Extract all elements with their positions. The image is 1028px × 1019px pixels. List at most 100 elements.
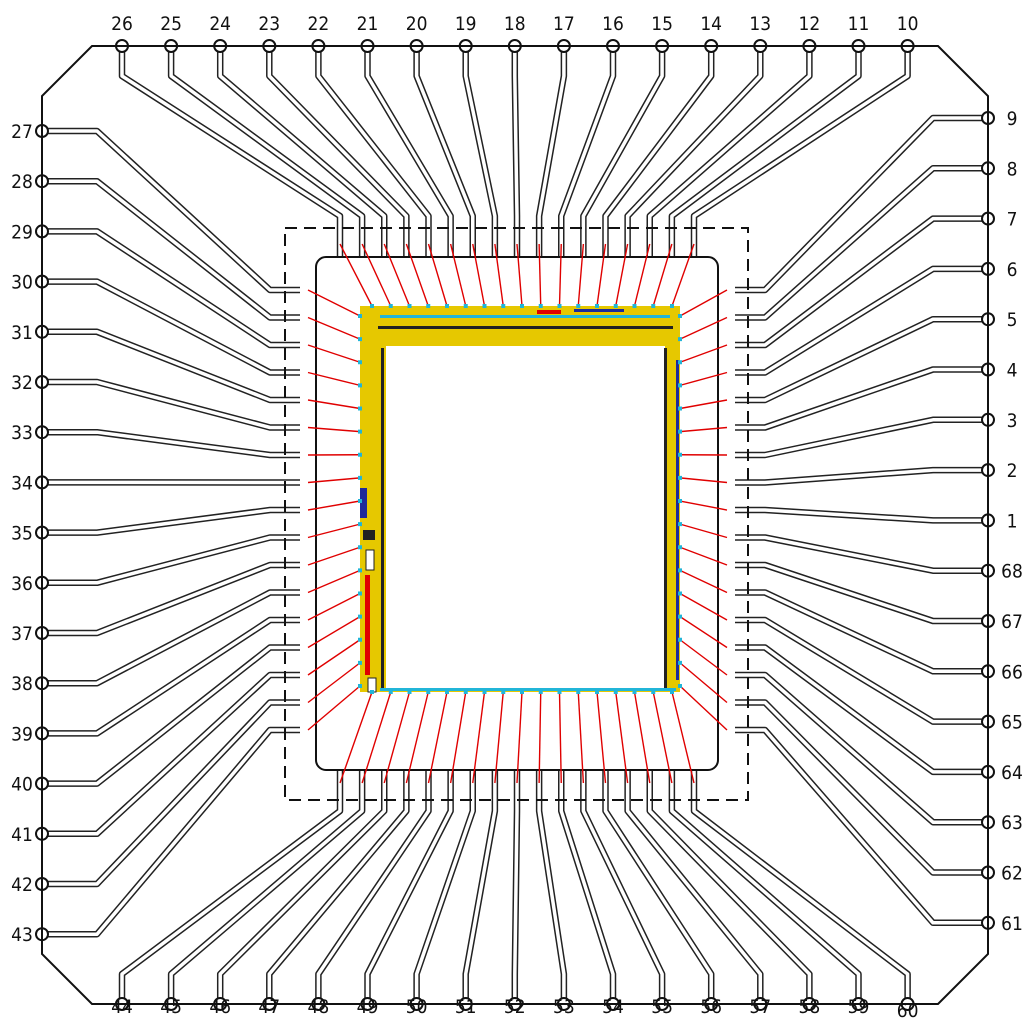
bond-wire-7 — [679, 344, 728, 363]
lead-right-68-fill — [735, 535, 988, 573]
bond-wires — [307, 243, 728, 784]
pin-label-23: 23 — [258, 13, 280, 35]
lead-right-4-fill — [735, 367, 988, 430]
lead-right-5 — [735, 315, 988, 404]
bond-wire-56-pad — [595, 690, 599, 694]
bond-wire-8-pad — [678, 337, 682, 342]
lead-top-17-fill — [537, 46, 566, 256]
bond-wire-66-pad — [678, 568, 682, 573]
die-right-trace — [664, 348, 667, 688]
bond-wire-32 — [307, 426, 361, 433]
bond-wire-12-pad — [632, 304, 637, 308]
pin-label-48: 48 — [308, 996, 330, 1018]
lead-right-64-fill — [735, 645, 988, 774]
bond-wire-50-pad — [482, 690, 487, 694]
bond-wire-17 — [538, 243, 542, 307]
lead-right-61-fill — [735, 728, 988, 925]
bond-wire-29 — [307, 344, 361, 363]
bond-wire-22-pad — [445, 304, 449, 308]
bond-wire-65 — [679, 592, 728, 621]
die-left-block — [363, 530, 375, 540]
lead-top-10-fill — [692, 46, 910, 256]
pin-label-58: 58 — [799, 996, 821, 1018]
bond-wire-34-pad — [358, 475, 362, 480]
bond-wire-46-pad — [407, 690, 412, 694]
lead-bottom-50-fill — [414, 771, 475, 1004]
bond-wire-32-pad — [358, 429, 362, 434]
bond-wire-15-pad — [576, 304, 581, 308]
pin-label-50: 50 — [406, 996, 428, 1018]
die-left-white2 — [367, 677, 377, 693]
bond-wire-16 — [558, 243, 562, 307]
lead-top-19-fill — [463, 46, 497, 256]
bond-wire-15 — [577, 243, 585, 307]
bond-wire-42-pad — [358, 660, 362, 665]
bond-wire-44 — [339, 691, 373, 784]
bond-wire-64 — [679, 616, 728, 649]
bond-wire-56 — [596, 691, 607, 784]
pin-label-13: 13 — [749, 13, 771, 35]
bond-wire-16-pad — [557, 304, 562, 308]
bond-wire-50 — [472, 691, 486, 784]
pin-label-61: 61 — [1001, 913, 1023, 935]
bond-wire-51 — [494, 691, 504, 784]
bond-wire-62 — [679, 662, 728, 704]
pin-label-41: 41 — [11, 824, 33, 846]
bond-wire-58-pad — [632, 690, 637, 694]
bond-wire-53 — [538, 691, 542, 784]
pin-label-28: 28 — [11, 171, 33, 193]
pin-label-7: 7 — [1007, 209, 1018, 231]
lead-top-22-fill — [316, 46, 431, 256]
bond-wire-37 — [307, 546, 361, 566]
pin-label-38: 38 — [11, 673, 33, 695]
pin-label-49: 49 — [357, 996, 379, 1018]
bond-wire-10-pad — [670, 304, 674, 308]
pin-label-37: 37 — [11, 623, 33, 645]
pin-label-68: 68 — [1001, 561, 1023, 583]
lead-right-62 — [735, 699, 988, 876]
bond-wire-9 — [679, 289, 728, 317]
pin-label-24: 24 — [209, 13, 231, 35]
die-bottom-cyan — [380, 688, 676, 691]
pin-label-16: 16 — [602, 13, 624, 35]
pin-label-8: 8 — [1007, 158, 1018, 180]
die-top-trace — [378, 326, 673, 329]
bond-wire-43-pad — [358, 684, 362, 688]
bond-wire-3-pad — [678, 452, 682, 457]
bond-wire-67 — [679, 546, 728, 566]
pin-label-6: 6 — [1007, 259, 1018, 281]
lead-bottom-53-fill — [537, 771, 566, 1004]
bond-wire-63-pad — [678, 637, 682, 642]
lead-left-27-fill — [42, 129, 300, 292]
bond-wire-1-pad — [678, 499, 682, 503]
pin-label-3: 3 — [1007, 410, 1018, 432]
bond-wire-53-pad — [538, 690, 543, 694]
bond-wire-2-pad — [678, 475, 682, 480]
bond-wire-59 — [652, 691, 673, 784]
bond-wire-14 — [596, 243, 607, 307]
lead-right-65-fill — [735, 618, 988, 724]
pin-label-5: 5 — [1007, 309, 1018, 331]
pin-label-27: 27 — [11, 121, 33, 143]
bond-wire-25-pad — [388, 304, 393, 308]
bond-wire-48 — [427, 691, 448, 784]
lead-right-67-fill — [735, 563, 988, 623]
pin-label-55: 55 — [651, 996, 673, 1018]
pin-label-39: 39 — [11, 723, 33, 745]
bond-wire-33-pad — [358, 452, 362, 457]
bond-wire-44-pad — [370, 690, 374, 694]
lead-bottom-59-fill — [670, 771, 861, 1004]
die-cavity-dashed-outline — [284, 227, 749, 801]
lead-bottom-60-fill — [692, 771, 910, 1004]
bond-wire-57-pad — [613, 690, 618, 694]
pin-label-63: 63 — [1001, 812, 1023, 834]
pin-label-42: 42 — [11, 874, 33, 896]
lead-left-38-fill — [42, 590, 300, 685]
bond-wire-37-pad — [358, 545, 362, 550]
lead-bottom-45 — [167, 771, 366, 1004]
lead-left-29 — [42, 228, 300, 349]
pin-label-30: 30 — [11, 272, 33, 294]
lead-bottom-55-fill — [581, 771, 664, 1004]
bond-wire-68 — [679, 523, 728, 539]
bond-wire-21 — [449, 243, 467, 307]
